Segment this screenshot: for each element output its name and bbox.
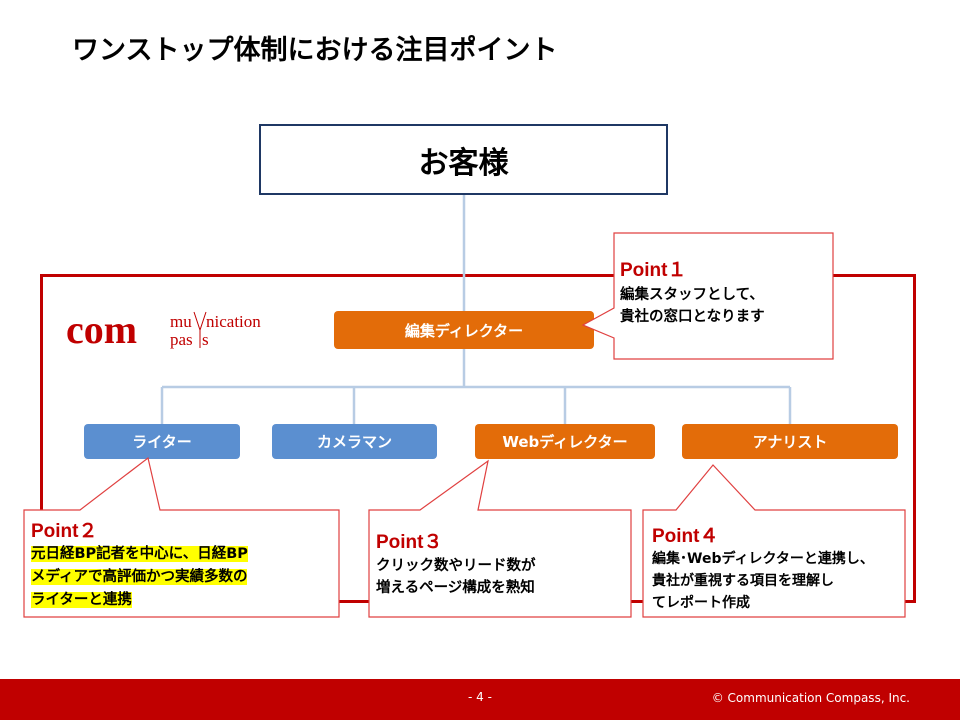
point1-line1: 編集スタッフとして、 (620, 287, 764, 303)
point1-line2: 貴社の窓口となります (620, 309, 765, 325)
copyright: © Communication Compass, Inc. (711, 691, 910, 705)
point4-line1: 編集･Webディレクターと連携し、 (652, 551, 874, 567)
customer-box: お客様 (259, 124, 668, 195)
web-director-box: Webディレクター (475, 424, 655, 459)
point1-title: Point１ (620, 260, 687, 281)
point4-line3: てレポート作成 (652, 595, 750, 611)
point2-line3: ライターと連携 (31, 592, 132, 608)
logo-com: com (66, 307, 137, 352)
analyst-box: アナリスト (682, 424, 898, 459)
page-title: ワンストップ体制における注目ポイント (72, 35, 558, 66)
camera-box: カメラマン (272, 424, 437, 459)
point4-callout: Point４ 編集･Webディレクターと連携し、 貴社が重視する項目を理解し て… (652, 521, 904, 614)
page-number: - 4 - (468, 690, 492, 704)
editor-director-box: 編集ディレクター (334, 311, 594, 349)
point4-title: Point４ (652, 526, 719, 547)
point3-line1: クリック数やリード数が (376, 558, 536, 574)
point1-callout: Point１ 編集スタッフとして、 貴社の窓口となります (620, 255, 830, 328)
writer-box: ライター (84, 424, 240, 459)
company-logo: com mu nication pas s (66, 306, 281, 352)
footer-bar (0, 679, 960, 720)
point2-line1: 元日経BP記者を中心に、日経BP (31, 546, 248, 562)
logo-s: s (202, 330, 209, 349)
point4-line2: 貴社が重視する項目を理解し (652, 573, 834, 589)
compass-needle-icon (193, 311, 207, 332)
logo-pas: pas (170, 330, 193, 349)
point3-callout: Point３ クリック数やリード数が 増えるページ構成を熟知 (376, 527, 626, 599)
logo-nication: nication (206, 312, 261, 331)
point2-line2: メディアで高評価かつ実績多数の (31, 569, 248, 585)
point2-callout: Point２ 元日経BP記者を中心に、日経BP メディアで高評価かつ実績多数の … (31, 516, 331, 612)
point3-line2: 増えるページ構成を熟知 (376, 580, 535, 596)
logo-mu: mu (170, 312, 192, 331)
point2-title: Point２ (31, 521, 98, 542)
point3-title: Point３ (376, 532, 443, 553)
